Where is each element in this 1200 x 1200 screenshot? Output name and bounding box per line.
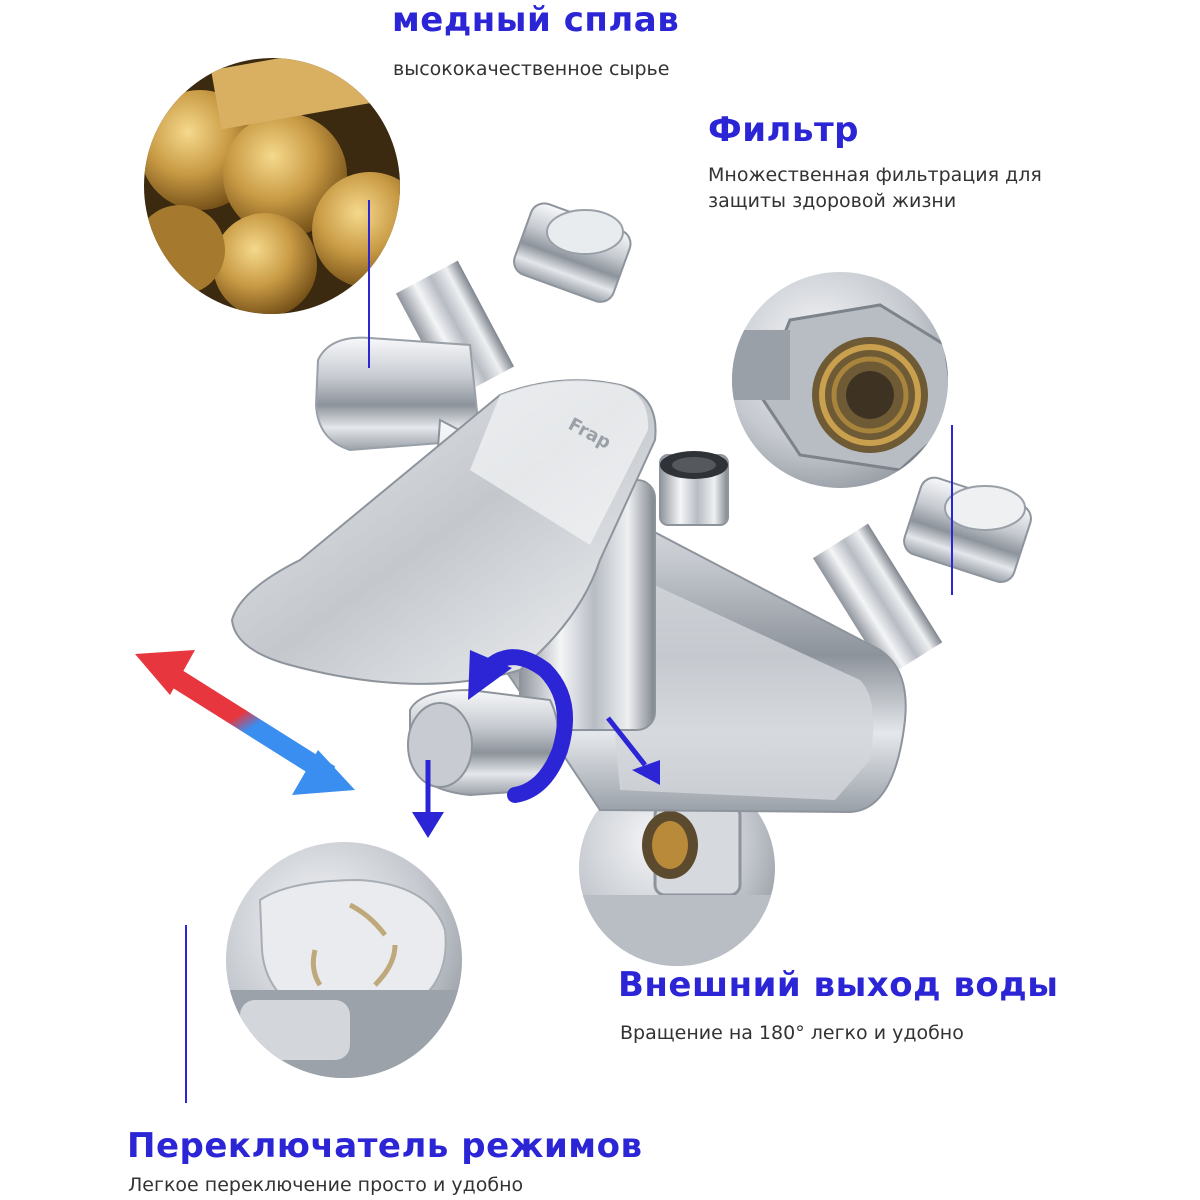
filter-accent-line [951, 425, 953, 595]
copper-title: медный сплав [392, 0, 680, 40]
switch-knob-photo [226, 842, 462, 1078]
rotate-arrow-icon [468, 649, 573, 803]
switch-accent-line [185, 925, 187, 1103]
outlet-arrow-icon [606, 716, 660, 785]
faucet: Frap [230, 202, 1032, 814]
filter-subtitle-2: защиты здоровой жизни [708, 190, 957, 212]
down-arrow-icon [412, 760, 444, 838]
switch-title: Переключатель режимов [127, 1126, 643, 1166]
filter-subtitle-1: Множественная фильтрация для [708, 164, 1042, 186]
outlet-subtitle: Вращение на 180° легко и удобно [620, 1022, 964, 1044]
hot-cold-arrow-icon [135, 650, 355, 795]
switch-subtitle: Легкое переключение просто и удобно [128, 1174, 524, 1196]
copper-subtitle: высококачественное сырье [393, 58, 670, 80]
filter-title: Фильтр [708, 110, 859, 150]
outlet-title: Внешний выход воды [618, 965, 1059, 1005]
copper-accent-line [368, 200, 370, 368]
brass-rods-photo [144, 58, 400, 314]
filter-nut-photo [732, 272, 948, 488]
